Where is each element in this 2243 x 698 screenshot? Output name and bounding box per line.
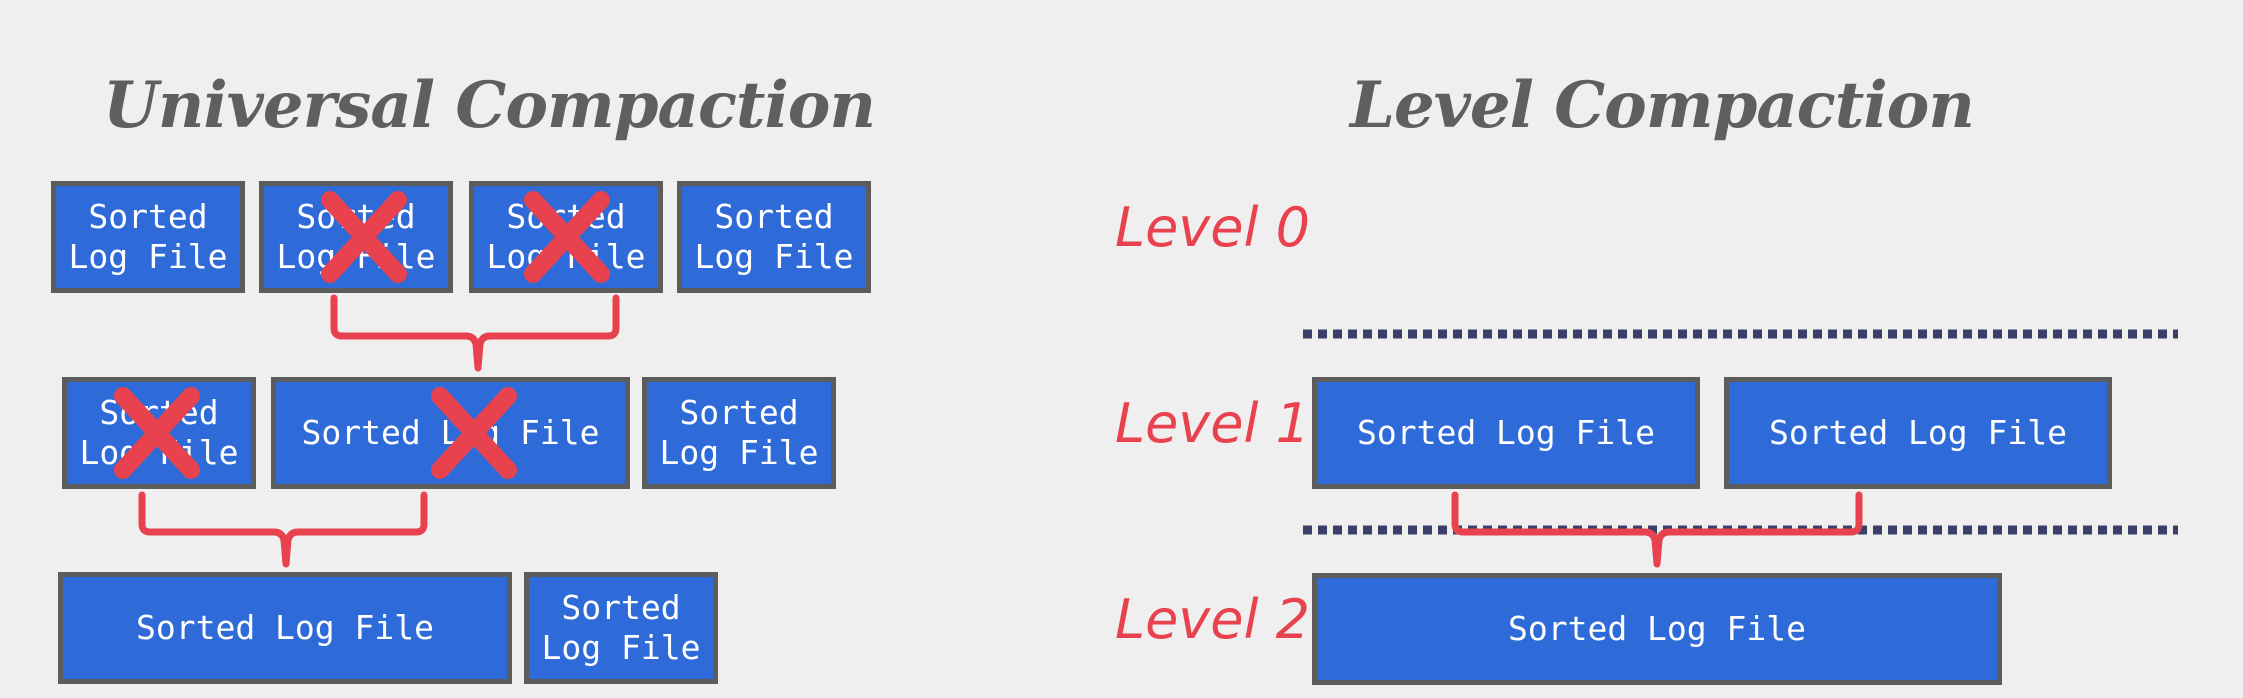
universal-compaction-title: Universal Compaction [103, 68, 876, 143]
level-1-sorted-log-file: Sorted Log File [1724, 377, 2112, 489]
merge-brace [330, 294, 620, 372]
sorted-log-file-merged-compacted: Sorted Log File [271, 377, 630, 489]
level-1-sorted-log-file: Sorted Log File [1312, 377, 1700, 489]
level-2-label: Level 2 [1115, 588, 1311, 651]
merge-brace [1451, 491, 1863, 568]
level-compaction-title: Level Compaction [1350, 68, 1975, 143]
level-0-label: Level 0 [1115, 196, 1311, 259]
merge-brace [138, 491, 428, 568]
level-2-sorted-log-file: Sorted Log File [1312, 573, 2002, 685]
level-1-label: Level 1 [1115, 392, 1311, 455]
sorted-log-file-merged: Sorted Log File [58, 572, 512, 684]
